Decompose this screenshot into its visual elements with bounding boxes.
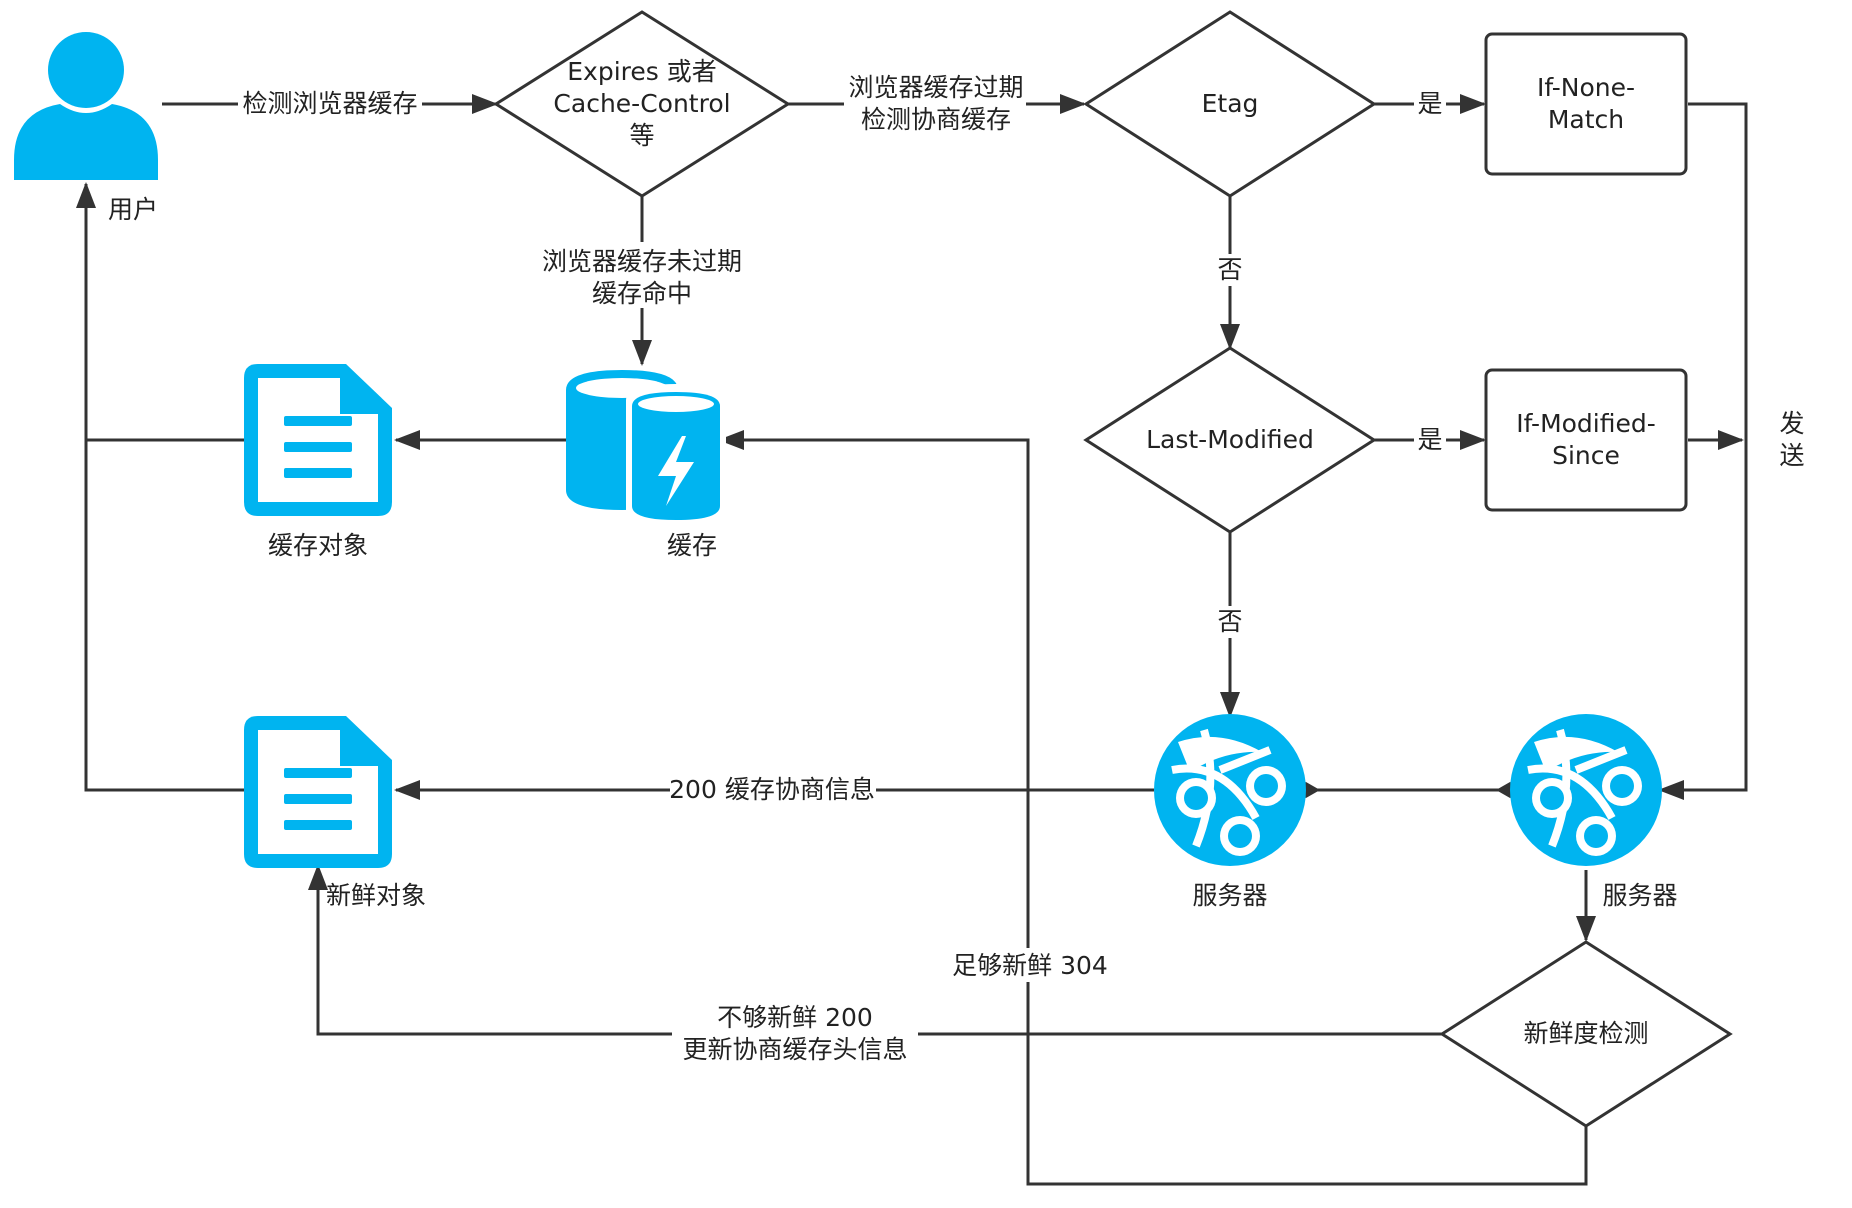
label-send-line-2: 送 (1779, 441, 1804, 470)
decision-freshness-label: 新鲜度检测 (1523, 1019, 1648, 1048)
box-if-none-match: If-None- Match (1484, 32, 1688, 176)
label-yes-etag: 是 (1417, 89, 1442, 118)
box-if-none-match-line-2: Match (1548, 105, 1624, 134)
label-not-fresh-line-1: 不够新鲜 200 (717, 1003, 873, 1032)
label-no-last-modified: 否 (1217, 607, 1242, 636)
edge-fresh-object-to-user (76, 182, 244, 792)
box-if-modified-since-line-1: If-Modified- (1516, 409, 1656, 438)
globe-network-icon (1510, 714, 1662, 866)
edge-fresh-304 (718, 430, 1588, 1186)
edges (76, 94, 1748, 1186)
user-icon (14, 32, 158, 180)
box-if-modified-since: If-Modified- Since (1484, 368, 1688, 512)
decision-last-modified-label: Last-Modified (1146, 425, 1314, 454)
cache-object-label: 缓存对象 (268, 531, 368, 560)
decision-expires-line-1: Expires 或者 (567, 57, 717, 86)
decision-etag: Etag (1083, 10, 1377, 198)
label-check-browser-cache: 检测浏览器缓存 (242, 89, 417, 118)
database-lightning-icon (566, 370, 726, 528)
label-yes-last-modified: 是 (1417, 425, 1442, 454)
decision-last-modified: Last-Modified (1083, 346, 1377, 534)
label-expired-line-2: 检测协商缓存 (861, 105, 1011, 134)
decision-expires-line-3: 等 (629, 121, 654, 150)
server-right-label: 服务器 (1602, 881, 1677, 910)
edge-labels: 检测浏览器缓存 浏览器缓存过期 检测协商缓存 浏览器缓存未过期 缓存命中 是 否… (238, 70, 1805, 1068)
label-send-line-1: 发 (1779, 409, 1804, 438)
edge-send-none-match (1658, 102, 1748, 800)
globe-network-icon (1154, 714, 1306, 866)
document-icon (244, 364, 392, 516)
document-icon (244, 716, 392, 868)
fresh-object-label: 新鲜对象 (326, 881, 426, 910)
edge-not-fresh-200 (308, 864, 1442, 1036)
decision-expires-line-2: Cache-Control (553, 89, 730, 118)
decision-freshness: 新鲜度检测 (1439, 940, 1733, 1128)
decision-etag-label: Etag (1202, 89, 1259, 118)
decision-expires: Expires 或者 Cache-Control 等 (493, 10, 791, 198)
label-not-fresh-line-2: 更新协商缓存头信息 (682, 1035, 907, 1064)
server-left-label: 服务器 (1192, 881, 1267, 910)
label-not-expired-line-2: 缓存命中 (592, 279, 692, 308)
label-no-etag: 否 (1217, 255, 1242, 284)
user-label: 用户 (108, 195, 158, 224)
label-not-expired-line-1: 浏览器缓存未过期 (542, 247, 742, 276)
box-if-none-match-line-1: If-None- (1537, 73, 1635, 102)
label-response-200: 200 缓存协商信息 (669, 775, 875, 804)
cache-label: 缓存 (667, 531, 717, 560)
label-expired-line-1: 浏览器缓存过期 (848, 73, 1023, 102)
label-fresh-304: 足够新鲜 304 (952, 951, 1108, 980)
box-if-modified-since-line-2: Since (1552, 441, 1620, 470)
